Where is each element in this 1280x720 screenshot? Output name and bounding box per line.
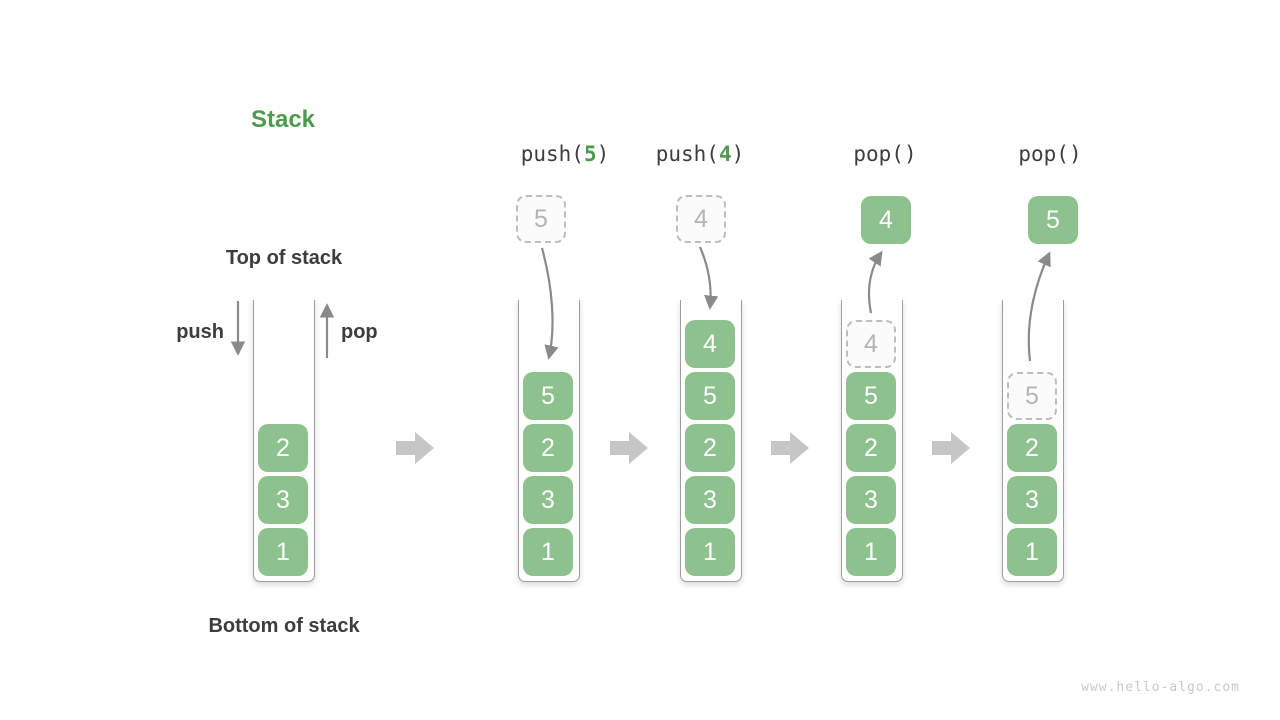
stack-cell-ghost: 4 xyxy=(846,320,896,368)
push-label: push xyxy=(176,321,224,343)
op-arg: 4 xyxy=(718,142,732,166)
stack-cell: 3 xyxy=(523,476,573,524)
flow-arrow-2 xyxy=(610,432,648,464)
stack-cell: 5 xyxy=(846,372,896,420)
op-pre: push( xyxy=(655,142,719,166)
stack-cell: 1 xyxy=(523,528,573,576)
stack-cell-ghost: 5 xyxy=(1007,372,1057,420)
stack-cell: 3 xyxy=(846,476,896,524)
stack-cell: 3 xyxy=(685,476,735,524)
stack-cell: 2 xyxy=(258,424,308,472)
stack-cell: 1 xyxy=(258,528,308,576)
operation-label-pop1: pop() xyxy=(785,142,985,166)
push4-curve-arrow xyxy=(698,246,719,310)
floating-cell-popped-4: 4 xyxy=(861,196,911,244)
stack-cell: 5 xyxy=(523,372,573,420)
op-post: ) xyxy=(903,142,917,166)
flow-arrow-4 xyxy=(932,432,970,464)
stack-cell: 2 xyxy=(846,424,896,472)
floating-cell-popped-5: 5 xyxy=(1028,196,1078,244)
flow-arrow-3 xyxy=(771,432,809,464)
floating-cell-ghost-5: 5 xyxy=(516,195,566,243)
op-arg: 5 xyxy=(583,142,597,166)
stack-cell: 4 xyxy=(685,320,735,368)
op-pre: pop( xyxy=(853,142,904,166)
stack-cell: 1 xyxy=(1007,528,1057,576)
operation-label-push4: push(4) xyxy=(600,142,800,166)
op-post: ) xyxy=(731,142,745,166)
stack-cell: 2 xyxy=(685,424,735,472)
operation-label-pop2: pop() xyxy=(950,142,1150,166)
stack-cell: 2 xyxy=(523,424,573,472)
stack-cell: 1 xyxy=(685,528,735,576)
stack-cell: 3 xyxy=(1007,476,1057,524)
top-of-stack-label: Top of stack xyxy=(225,247,343,269)
op-pre: pop( xyxy=(1018,142,1069,166)
operation-label-push5: push(5) xyxy=(465,142,665,166)
stack-cell: 3 xyxy=(258,476,308,524)
bottom-of-stack-label: Bottom of stack xyxy=(208,615,360,637)
flow-arrow-1 xyxy=(396,432,434,464)
op-post: ) xyxy=(1068,142,1082,166)
stack-cell: 2 xyxy=(1007,424,1057,472)
site-watermark: www.hello-algo.com xyxy=(1081,680,1240,695)
op-post: ) xyxy=(596,142,610,166)
diagram-title: Stack xyxy=(250,106,316,133)
stack-cell: 5 xyxy=(685,372,735,420)
floating-cell-ghost-4: 4 xyxy=(676,195,726,243)
stack-cell: 1 xyxy=(846,528,896,576)
pop-label: pop xyxy=(341,321,378,343)
op-pre: push( xyxy=(520,142,584,166)
